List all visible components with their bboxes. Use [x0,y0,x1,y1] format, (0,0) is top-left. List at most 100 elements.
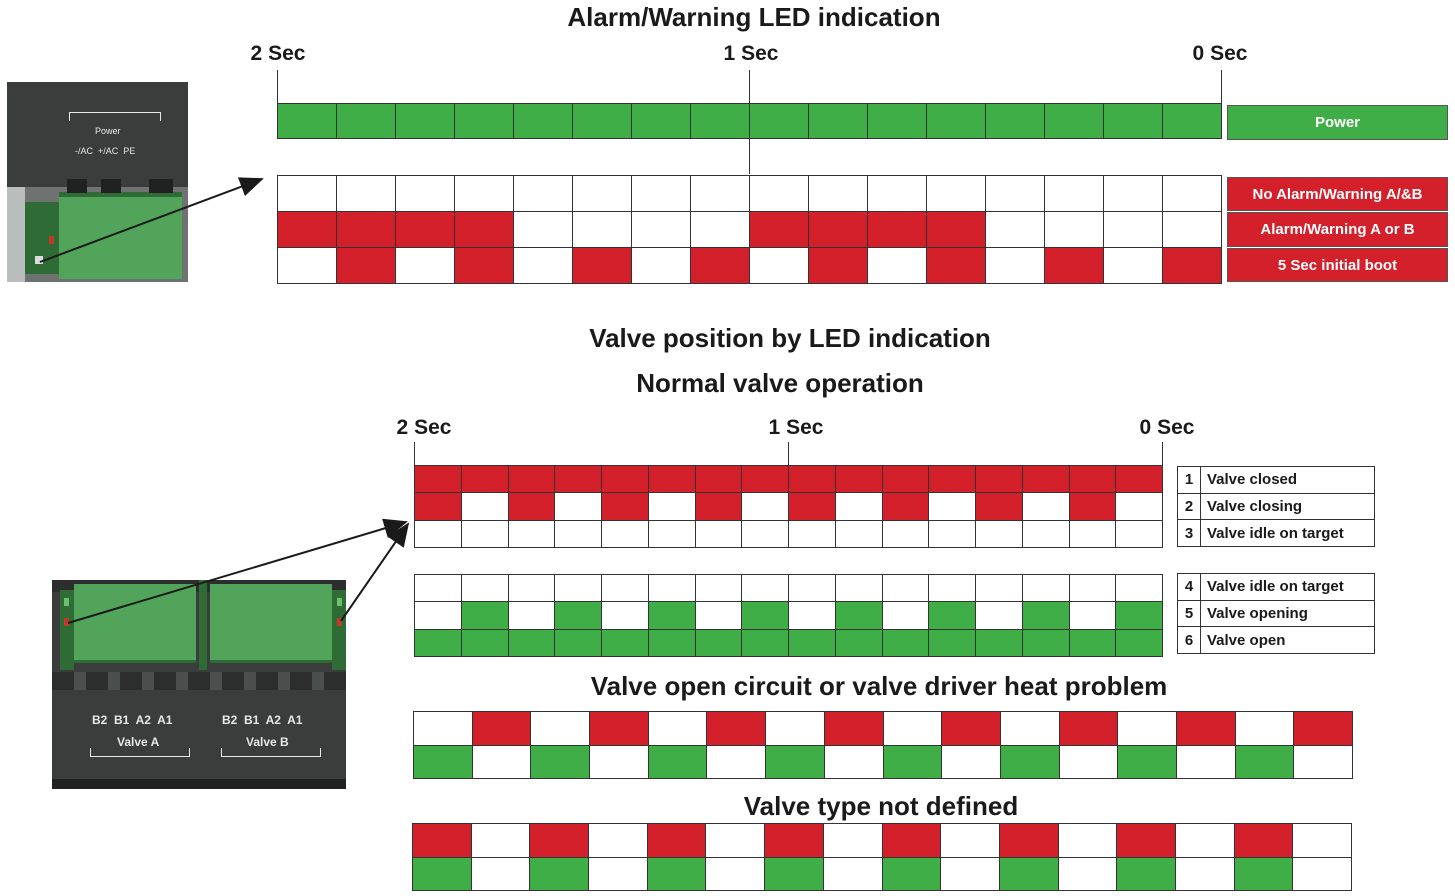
led-spot [35,256,43,264]
led-cell-r2-c13 [976,602,1022,629]
led-cell-r2-c3 [508,602,555,629]
led-cell-r1-c8 [691,104,749,138]
led-cell-r2-c1 [413,857,471,890]
led-cell-r3-c14 [1022,629,1069,656]
photo-bottom-bar [52,779,346,789]
led-cell-r2-c6 [573,212,631,247]
led-cell-r2-c10 [835,493,882,520]
led-cell-r1-c2 [461,466,508,493]
legend-text: Valve idle on target [1201,574,1374,600]
led-cell-r2-c4 [555,493,601,520]
legend-number: 1 [1178,467,1200,493]
led-cell-r1-c3 [396,104,454,138]
led-cell-r3-c12 [927,248,985,283]
led-cell-r2-c16 [1293,857,1351,890]
led-cell-r3-c5 [602,520,648,547]
led-cell-r1-c16 [1163,176,1221,211]
valve-green-led-rows [414,574,1163,657]
led-cell-r2-c5 [602,602,648,629]
led-cell-r1-c10 [835,575,882,602]
type-undefined-title: Valve type not defined [743,791,1019,821]
valve-tick-line-1sec [788,442,789,466]
led-cell-r2-c16 [1116,602,1162,629]
led-cell-r2-c10 [942,745,1000,778]
led-cell-r3-c13 [976,629,1022,656]
led-cell-r1-c9 [789,575,835,602]
led-cell-r1-c7 [765,824,823,857]
led-cell-r3-c5 [514,248,572,283]
led-cell-r1-c5 [647,824,706,857]
screw-slots [52,672,346,690]
led-cell-r3-c8 [742,629,788,656]
led-cell-r2-c10 [835,602,882,629]
led-cell-r3-c7 [695,520,742,547]
valve-tick-line-0sec [1162,442,1163,466]
led-cell-r1-c15 [1234,824,1293,857]
led-cell-r2-c11 [999,857,1058,890]
valve-tick-1sec: 1 Sec [768,416,824,439]
led-cell-r3-c4 [555,629,601,656]
led-cell-r2-c13 [976,493,1022,520]
legend-text: Valve open [1201,627,1374,653]
led-cell-r2-c3 [530,857,589,890]
led-cell-r1-c12 [927,176,985,211]
led-cell-r2-c8 [691,212,749,247]
alarm-led-rows [277,175,1222,284]
led-cell-r2-c5 [514,212,572,247]
led-cell-r2-c15 [1069,493,1116,520]
power-photo-terminals: -/AC +/AC PE [75,146,136,156]
alarm-tick-1sec: 1 Sec [723,42,779,65]
led-cell-r2-c7 [765,857,823,890]
led-cell-r1-c9 [789,466,835,493]
led-cell-r2-c6 [648,493,695,520]
led-cell-r3-c10 [835,629,882,656]
led-cell-r3-c10 [835,520,882,547]
led-cell-r3-c12 [929,629,975,656]
power-led-row [277,103,1222,139]
led-cell-r2-c5 [602,493,648,520]
led-cell-r1-c12 [929,575,975,602]
led-cell-r2-c3 [396,212,454,247]
led-cell-r1-c13 [976,466,1022,493]
led-cell-r1-c4 [455,176,513,211]
led-cell-r2-c5 [648,745,707,778]
photo-left-edge [7,187,25,282]
led-cell-r1-c15 [1069,575,1116,602]
led-cell-r1-c4 [589,824,647,857]
led-cell-r1-c2 [337,176,395,211]
led-cell-r1-c5 [648,712,707,745]
valve-terminal-photo: B2 B1 A2 A1 B2 B1 A2 A1 Valve A Valve B [52,580,346,789]
legend-number: 2 [1178,493,1200,520]
led-cell-r2-c2 [461,493,508,520]
led-cell-r2-c7 [695,602,742,629]
alarm-a-or-b-label: Alarm/Warning A or B [1227,212,1448,247]
led-cell-r3-c12 [929,520,975,547]
led-cell-r1-c4 [590,712,648,745]
led-cell-r1-c13 [986,176,1044,211]
led-cell-r2-c14 [1022,602,1069,629]
led-cell-r2-c15 [1069,602,1116,629]
led-cell-r3-c14 [1045,248,1103,283]
arrow-valve-led-b [340,522,410,622]
led-cell-r1-c14 [1022,466,1069,493]
led-cell-r2-c12 [927,212,985,247]
led-cell-r1-c5 [514,104,572,138]
valve-subtitle: Normal valve operation [636,368,924,398]
led-cell-r1-c4 [455,104,513,138]
led-cell-r3-c15 [1069,520,1116,547]
green-terminal-block-b [210,584,332,663]
led-cell-r2-c14 [1022,493,1069,520]
legend-number: 5 [1178,600,1200,627]
led-cell-r1-c5 [602,466,648,493]
no-alarm-label: No Alarm/Warning A/&B [1227,177,1448,211]
valve-tick-0sec: 0 Sec [1139,416,1195,439]
led-cell-r1-c11 [882,466,929,493]
led-cell-r2-c8 [742,602,788,629]
led-cell-r2-c14 [1175,857,1234,890]
led-cell-r1-c10 [941,824,999,857]
alarm-tick-line-0sec [1221,70,1222,104]
led-cell-r1-c13 [986,104,1044,138]
led-cell-r2-c2 [461,602,508,629]
led-cell-r1-c11 [868,176,926,211]
